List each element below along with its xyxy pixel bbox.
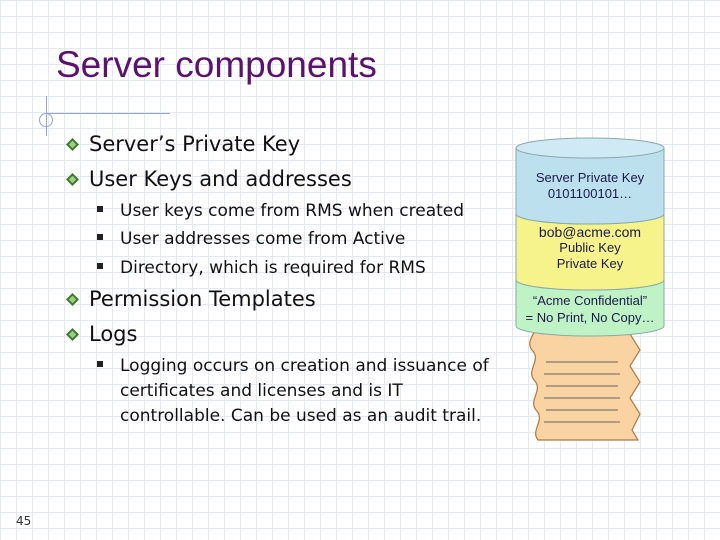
bullet-logs: Logs — [66, 322, 137, 346]
diamond-bullet-icon — [66, 172, 79, 186]
page-number: 45 — [16, 514, 32, 528]
slide-title: Server components — [56, 44, 377, 85]
cylinder-mid-public-key: Public Key — [559, 240, 621, 255]
bullet-text: User addresses come from Active — [120, 229, 406, 249]
bullet-text: certificates and licenses and is IT — [120, 381, 403, 401]
bullet-text: Server’s Private Key — [89, 132, 301, 156]
bullet-text: Directory, which is required for RMS — [120, 258, 426, 278]
bullet-text: Logging occurs on creation and issuance … — [120, 356, 489, 376]
cylinder-top-label: Server Private Key — [535, 170, 645, 185]
diamond-bullet-icon — [66, 137, 79, 151]
bullet-permission-templates: Permission Templates — [66, 287, 316, 311]
bullet-user-keys: User Keys and addresses — [66, 167, 352, 191]
bullet-text: Logs — [89, 322, 138, 346]
bullet-text: controllable. Can be used as an audit tr… — [120, 406, 482, 426]
bullet-text: User keys come from RMS when created — [120, 201, 465, 221]
diamond-bullet-icon — [66, 327, 79, 341]
square-bullet-icon — [97, 206, 103, 212]
square-bullet-icon — [97, 263, 103, 269]
bullet-server-private-key: Server’s Private Key — [66, 132, 300, 156]
server-storage-illustration: Server Private Key 0101100101… bob@acme.… — [510, 130, 670, 448]
cylinder-mid-email: bob@acme.com — [538, 224, 642, 240]
cylinder-bottom-policy: = No Print, No Copy… — [525, 310, 655, 325]
title-underline — [46, 113, 170, 114]
square-bullet-icon — [97, 234, 103, 240]
cylinder-bottom-label: “Acme Confidential” — [532, 293, 648, 308]
cylinder-mid-private-key: Private Key — [556, 256, 624, 271]
scroll-icon — [529, 317, 641, 441]
bullet-text: Permission Templates — [89, 287, 316, 311]
square-bullet-icon — [97, 361, 103, 367]
bullet-text: User Keys and addresses — [89, 167, 352, 191]
title-marker-circle — [39, 113, 53, 127]
diamond-bullet-icon — [66, 292, 79, 306]
cylinder-top-bits: 0101100101… — [547, 186, 633, 201]
database-cylinder-icon — [515, 137, 665, 441]
